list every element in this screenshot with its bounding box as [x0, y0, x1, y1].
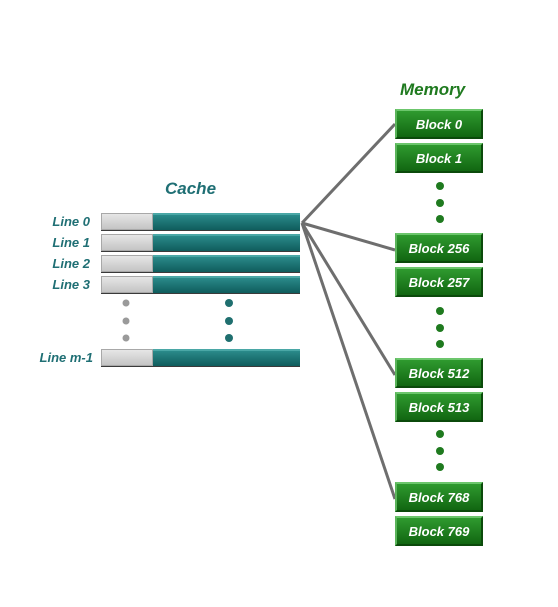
cache-line-tag — [101, 276, 153, 293]
cache-line-data — [153, 255, 300, 272]
cache-line-tag — [101, 234, 153, 251]
line-label-2: Line 2 — [52, 256, 90, 271]
connector-to-block-768 — [300, 222, 397, 500]
memory-ellipsis-2 — [436, 307, 444, 348]
ellipsis-dot — [436, 215, 444, 223]
ellipsis-dot — [436, 182, 444, 190]
ellipsis-dot — [122, 334, 130, 342]
line-label-1: Line 1 — [52, 235, 90, 250]
ellipsis-dot — [436, 324, 444, 332]
cache-line-last — [101, 349, 300, 366]
memory-block-513: Block 513 — [395, 392, 483, 422]
ellipsis-dot — [122, 317, 130, 325]
connector-to-block-0 — [300, 122, 397, 225]
line-label-3: Line 3 — [52, 277, 90, 292]
memory-ellipsis-1 — [436, 182, 444, 223]
memory-block-769: Block 769 — [395, 516, 483, 546]
cache-line-tag — [101, 255, 153, 272]
memory-block-512: Block 512 — [395, 358, 483, 388]
cache-line-3 — [101, 276, 300, 293]
cache-title: Cache — [165, 179, 217, 198]
cache-data-ellipsis — [225, 299, 233, 342]
memory-block-0: Block 0 — [395, 109, 483, 139]
memory-ellipsis-3 — [436, 430, 444, 471]
ellipsis-dot — [436, 307, 444, 315]
cache-line-tag — [101, 213, 153, 230]
ellipsis-dot — [225, 299, 233, 307]
cache-line-data — [153, 213, 300, 230]
cache-line-tag — [101, 349, 153, 366]
ellipsis-dot — [225, 317, 233, 325]
cache-line-0 — [101, 213, 300, 230]
memory-block-257: Block 257 — [395, 267, 483, 297]
cache-line-data — [153, 276, 300, 293]
line-label-0: Line 0 — [52, 214, 90, 229]
connector-to-block-256 — [301, 221, 396, 252]
ellipsis-dot — [436, 430, 444, 438]
cache-line-data — [153, 349, 300, 366]
memory-block-768: Block 768 — [395, 482, 483, 512]
cache-line-1 — [101, 234, 300, 251]
connector-to-block-512 — [300, 222, 397, 376]
ellipsis-dot — [225, 334, 233, 342]
ellipsis-dot — [436, 463, 444, 471]
memory-title: Memory — [400, 80, 466, 99]
cache-tag-ellipsis — [122, 299, 130, 342]
ellipsis-dot — [122, 299, 130, 307]
memory-block-256: Block 256 — [395, 233, 483, 263]
cache-line-2 — [101, 255, 300, 272]
ellipsis-dot — [436, 447, 444, 455]
ellipsis-dot — [436, 199, 444, 207]
line-label-last: Line m-1 — [39, 350, 93, 365]
memory-block-1: Block 1 — [395, 143, 483, 173]
ellipsis-dot — [436, 340, 444, 348]
cache-line-data — [153, 234, 300, 251]
